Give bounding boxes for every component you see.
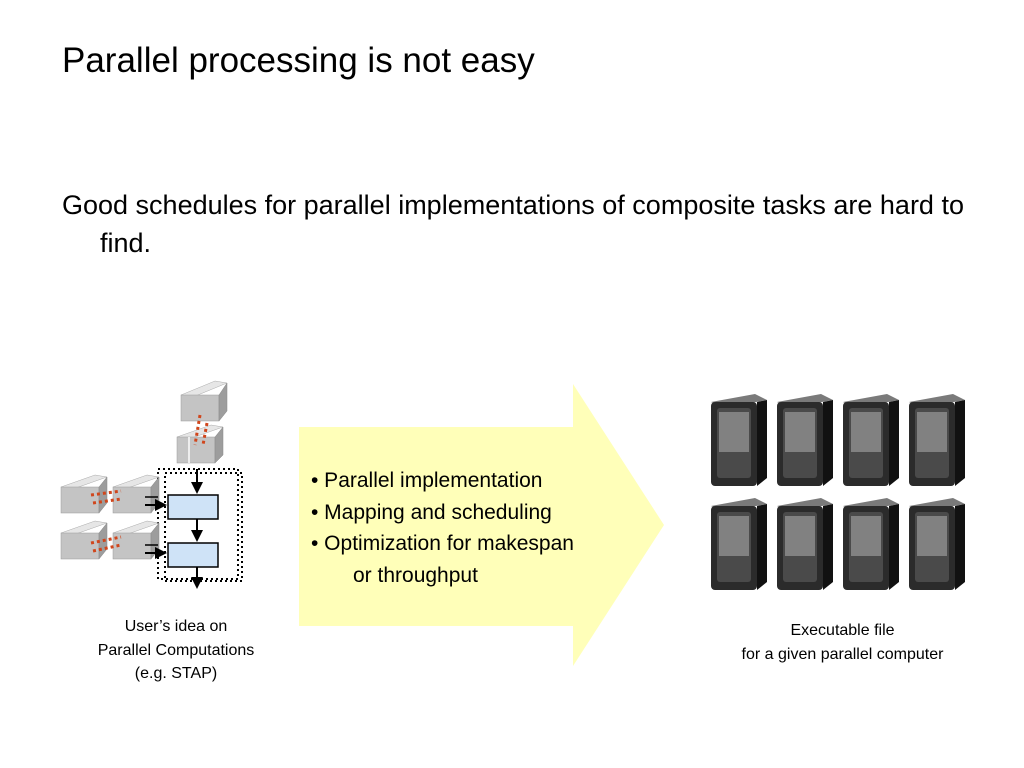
caption-line: for a given parallel computer bbox=[741, 645, 944, 663]
right-caption: Executable file for a given parallel com… bbox=[700, 619, 985, 666]
bullet-text: • Optimization for makespan bbox=[311, 532, 574, 555]
task-box bbox=[167, 542, 219, 568]
server-tower-icon bbox=[843, 394, 899, 486]
data-block-icon bbox=[60, 520, 108, 560]
server-cluster bbox=[705, 392, 975, 602]
bullet-item: • Parallel implementation bbox=[311, 469, 543, 492]
server-tower-icon bbox=[711, 394, 767, 486]
bullet-item: • Optimization for makespan or throughpu… bbox=[311, 528, 651, 591]
data-block-icon bbox=[180, 380, 228, 422]
data-split-dashes bbox=[90, 489, 122, 553]
task-box bbox=[167, 494, 219, 520]
server-tower-icon bbox=[711, 498, 767, 590]
left-caption: User’s idea on Parallel Computations (e.… bbox=[66, 615, 286, 686]
caption-line: User’s idea on bbox=[124, 618, 228, 635]
process-arrow-shape bbox=[299, 384, 664, 666]
data-block-icon bbox=[176, 424, 224, 464]
parallel-computation-diagram bbox=[60, 380, 243, 589]
server-tower-icon bbox=[777, 394, 833, 486]
data-block-icon bbox=[112, 474, 160, 514]
bullet-continuation: or throughput bbox=[353, 563, 478, 587]
data-split-dashes bbox=[193, 414, 209, 446]
slide-body-text: Good schedules for parallel implementati… bbox=[62, 190, 964, 258]
server-tower-icon bbox=[909, 394, 965, 486]
server-tower-icon bbox=[777, 498, 833, 590]
caption-line: Executable file bbox=[790, 622, 895, 639]
server-tower-icon bbox=[909, 498, 965, 590]
caption-line: (e.g. STAP) bbox=[134, 665, 218, 682]
caption-line: Parallel Computations bbox=[97, 641, 255, 659]
data-block-icon bbox=[60, 474, 108, 514]
bullet-item: • Mapping and scheduling bbox=[311, 500, 552, 524]
slide-title: Parallel processing is not easy bbox=[62, 41, 535, 80]
arrow-bullet-list: • Parallel implementation • Mapping and … bbox=[311, 465, 651, 591]
server-tower-icon bbox=[843, 498, 899, 590]
